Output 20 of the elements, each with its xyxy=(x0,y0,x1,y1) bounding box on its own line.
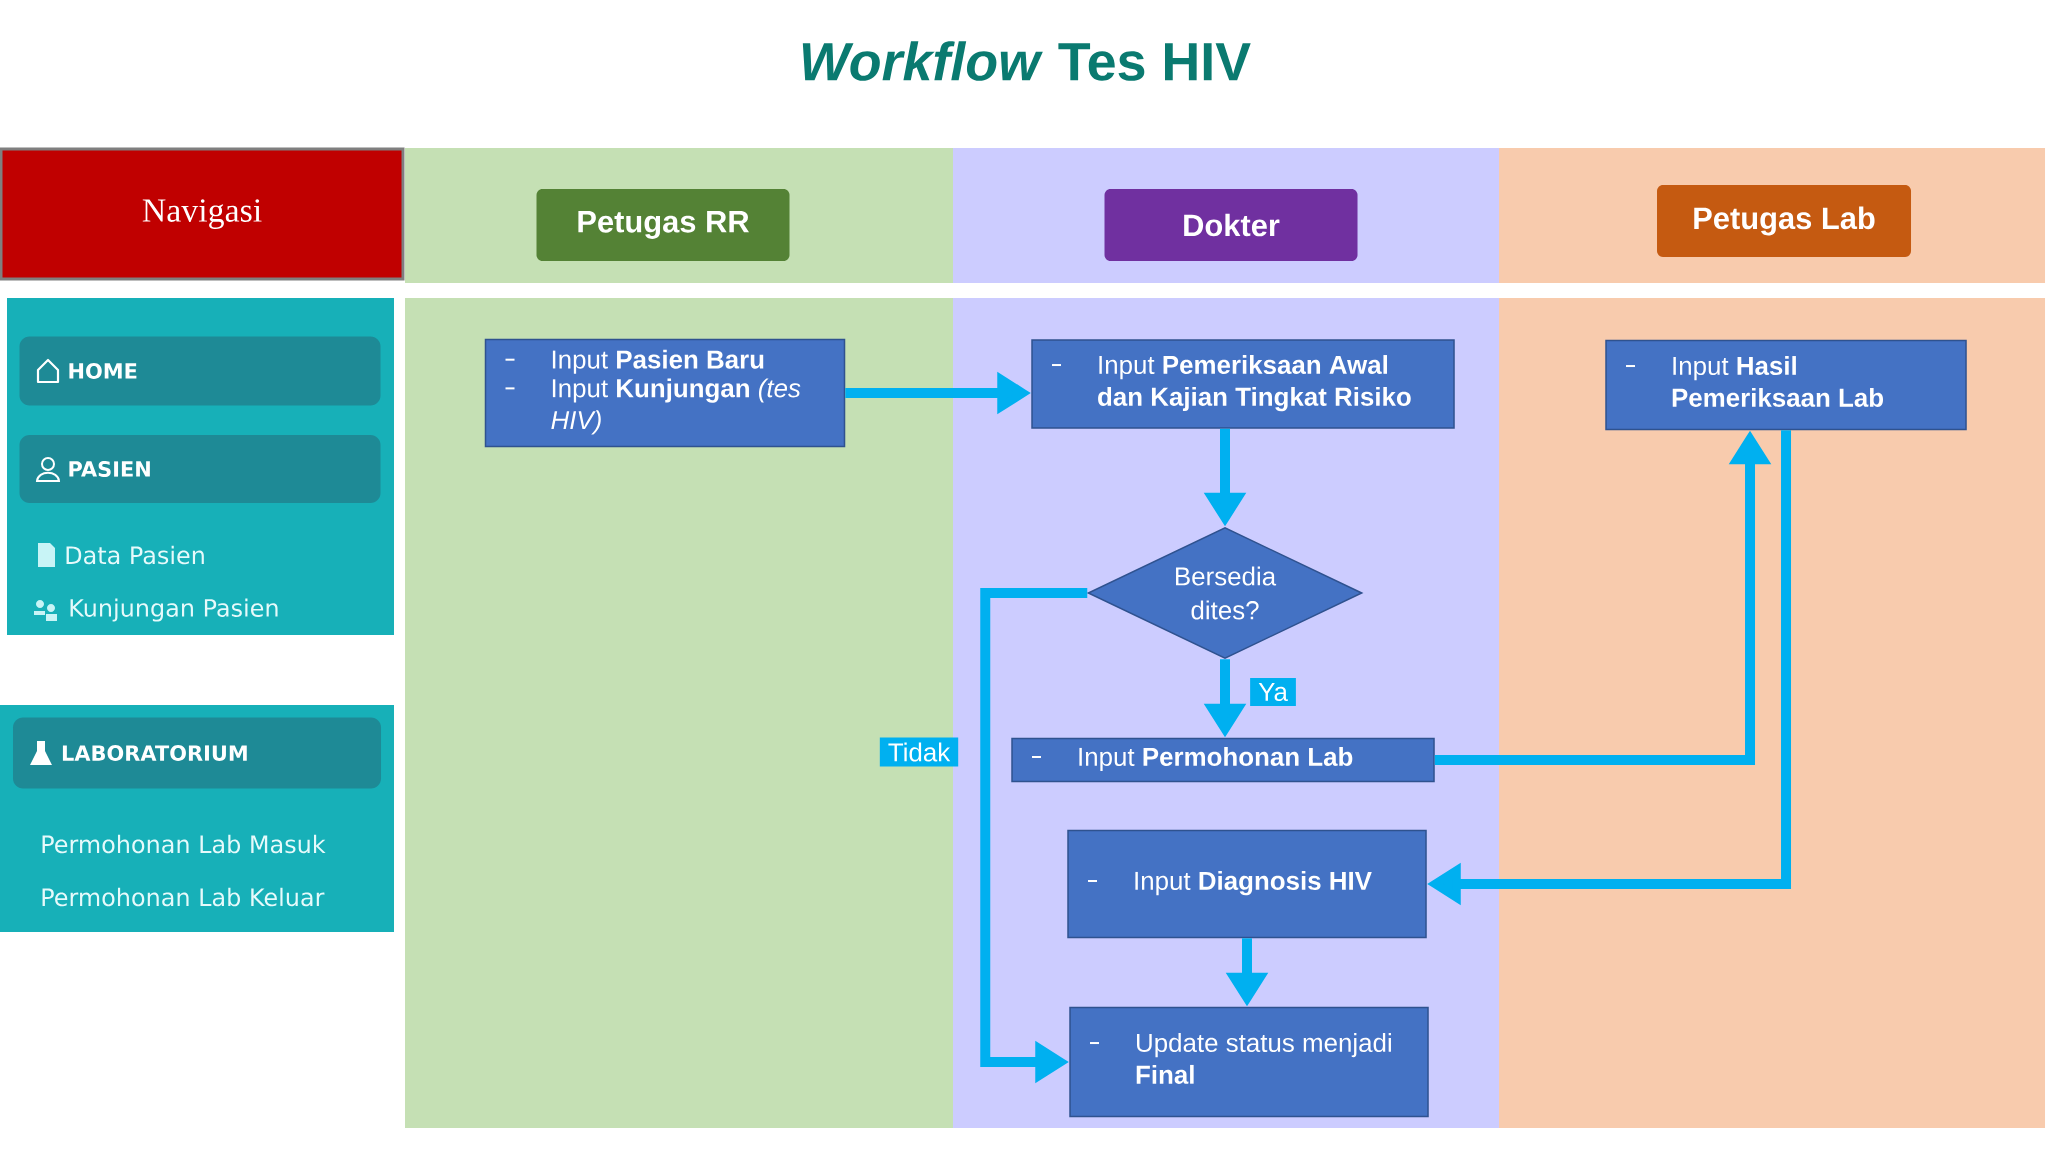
process-box: Update status menjadi Final xyxy=(1069,1006,1429,1118)
role-label: Petugas RR xyxy=(536,189,790,261)
process-box: Input Permohonan Lab xyxy=(1011,737,1435,783)
role-label: Dokter xyxy=(1104,189,1358,261)
title: Workflow Tes HIV xyxy=(802,41,1251,81)
role-label: Petugas Lab xyxy=(1657,185,1911,257)
process-box: Input Pasien Baru Input Kunjungan (tes HIV) xyxy=(484,338,846,448)
menu-link: Permohonan Lab Keluar xyxy=(42,887,325,907)
menu-link: Kunjungan Pasien xyxy=(70,598,278,622)
menu-link: Data Pasien xyxy=(66,545,204,565)
menu-button: LABORATORIUM xyxy=(13,717,381,789)
process-box: Input Hasil Pemeriksaan Lab xyxy=(1605,339,1967,431)
menu-button: HOME xyxy=(19,336,381,406)
process-box: Input Pemeriksaan Awal dan Kajian Tingkat Risiko xyxy=(1031,339,1455,429)
menu-button: PASIEN xyxy=(19,435,381,503)
edge-label: Ya xyxy=(1250,677,1296,707)
process-box: Input Diagnosis HIV xyxy=(1067,829,1427,939)
edge-label: Tidak xyxy=(879,737,959,767)
menu-header: Navigasi xyxy=(0,147,405,281)
menu-link: Permohonan Lab Masuk xyxy=(42,834,326,854)
